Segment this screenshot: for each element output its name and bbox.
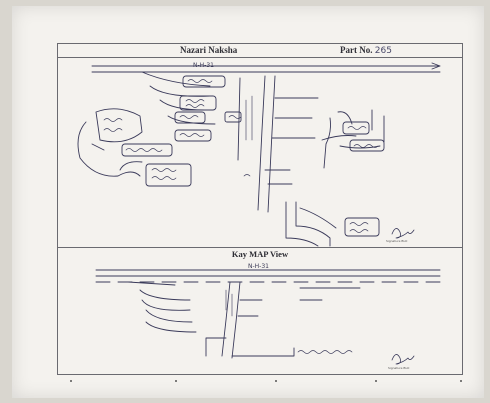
key-map-title: Kay MAP View [231,249,289,259]
part-number-value: 265 [374,46,392,56]
signature-caption-top: Signature BLO [386,239,408,243]
highway-label-top: N-H-31 [193,62,214,69]
buildings-upper [121,75,242,187]
lower-right-curve [285,201,380,247]
map-sheet: Nazari Naksha Part No. 265 Kay MAP View … [57,43,463,375]
highway-label-key: N-H-31 [248,263,269,270]
margin-dot [70,380,72,382]
margin-dot [175,380,177,382]
signature-top [391,228,415,239]
streets-key [127,281,361,359]
part-label-text: Part No. [340,45,373,55]
left-loop-area [77,108,143,177]
section-divider [58,247,462,248]
streets-upper [141,71,319,213]
handwritten-labels-upper [103,79,379,233]
header-row: Nazari Naksha Part No. 265 [58,44,462,58]
handwritten-labels-key [225,289,353,354]
page-title: Nazari Naksha [180,45,238,55]
signature-bottom [391,354,415,365]
highway-top [91,62,441,73]
signature-caption-bottom: Signature BLO [388,366,410,370]
paper-sheet [12,6,484,398]
margin-dot [275,380,277,382]
right-branch [321,109,385,169]
highway-key [95,269,441,283]
margin-dot [375,380,377,382]
margin-dot [460,380,462,382]
part-number-label: Part No. 265 [340,44,392,57]
